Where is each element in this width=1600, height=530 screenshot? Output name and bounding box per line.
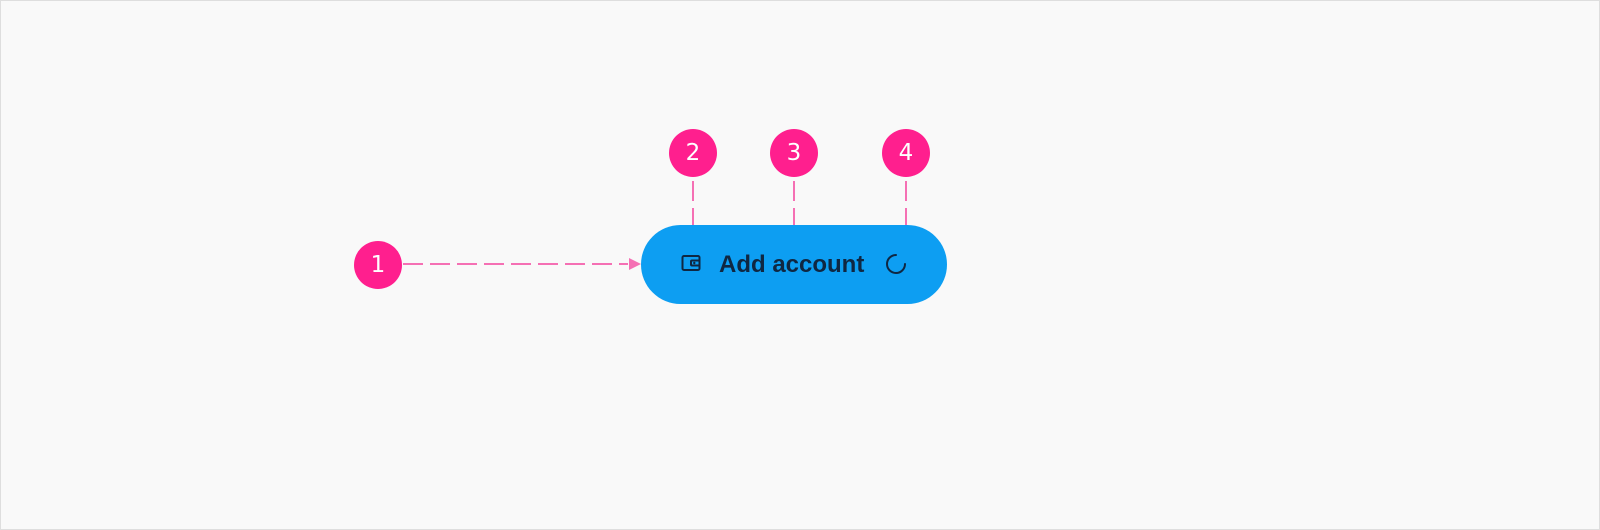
add-account-button[interactable]: Add account [641,225,947,304]
wallet-icon [681,255,701,271]
spinner-icon [886,254,906,274]
button-label: Add account [719,251,865,278]
marker-1: 1 [354,241,402,289]
connector-1 [403,258,641,270]
marker-2: 2 [669,129,717,177]
marker-3: 3 [770,129,818,177]
marker-4: 4 [882,129,930,177]
